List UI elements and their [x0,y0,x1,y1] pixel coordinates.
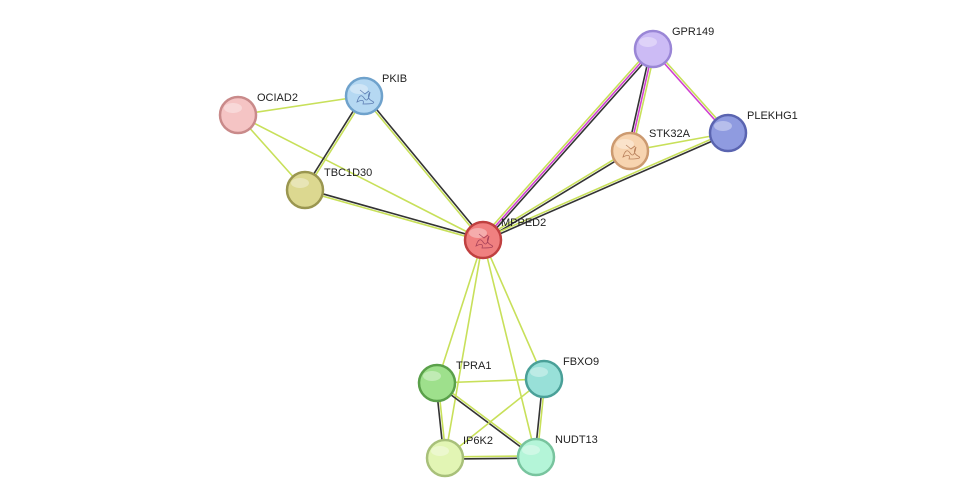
node-circle [218,95,258,135]
node-label: STK32A [649,128,691,140]
node-highlight [714,121,732,131]
edge-mpped2-tbc1d30[interactable] [303,188,485,242]
node-label: PLEKHG1 [747,110,798,122]
node-label: TPRA1 [456,360,491,372]
edge-mpped2-ociad2[interactable] [237,114,484,241]
node-mpped2[interactable]: MPPED2 [463,217,546,260]
edge-mpped2-ip6k2[interactable] [444,239,484,459]
node-circle [708,113,748,153]
edge-evidence-line [481,149,631,240]
edge-mpped2-gpr149[interactable] [480,46,656,243]
node-circle [524,359,564,399]
protein-structure-icon [475,233,494,249]
edge-evidence-line [482,239,545,380]
node-nudt13[interactable]: NUDT13 [516,434,598,477]
node-circle [425,438,465,478]
node-ip6k2[interactable]: IP6K2 [425,435,493,478]
node-label: IP6K2 [463,435,493,447]
node-highlight [350,84,368,94]
edge-pkib-ociad2[interactable] [237,95,365,116]
edge-evidence-line [444,378,545,459]
node-circle [516,437,556,477]
node-stk32a[interactable]: STK32A [610,128,691,171]
edge-evidence-line [436,381,538,457]
node-label: FBXO9 [563,356,599,368]
node-label: PKIB [382,73,407,85]
edge-evidence-line [237,114,484,241]
edge-tpra1-nudt13[interactable] [435,381,538,459]
edge-evidence-line [480,46,653,240]
protein-structure-icon [622,144,641,160]
edge-evidence-line [483,49,656,243]
edge-evidence-line [436,239,484,384]
node-ociad2[interactable]: OCIAD2 [218,92,298,135]
node-highlight [423,371,441,381]
edge-evidence-line [481,131,729,240]
edge-evidence-line [364,94,485,241]
node-circle [463,220,503,260]
node-label: NUDT13 [555,434,598,446]
edge-evidence-line [304,188,485,240]
node-circle [417,363,457,403]
node-circle [344,76,384,116]
edge-mpped2-tpra1[interactable] [436,239,484,384]
node-circle [633,29,673,69]
edge-mpped2-stk32a[interactable] [481,149,632,242]
node-label: GPR149 [672,26,714,38]
node-highlight [224,103,242,113]
edge-evidence-line [482,133,730,242]
node-highlight [639,37,657,47]
node-label: TBC1D30 [324,167,372,179]
node-fbxo9[interactable]: FBXO9 [524,356,599,399]
node-pkib[interactable]: PKIB [344,73,407,116]
edge-mpped2-pkib[interactable] [362,94,485,242]
node-circle [285,170,325,210]
node-tbc1d30[interactable]: TBC1D30 [285,167,372,210]
node-highlight [291,178,309,188]
edge-evidence-line [444,239,484,459]
edge-evidence-line [303,190,484,242]
edge-evidence-line [482,239,537,458]
node-gpr149[interactable]: GPR149 [633,26,714,69]
edge-evidence-line [237,95,365,116]
node-highlight [469,228,487,238]
node-plekhg1[interactable]: PLEKHG1 [708,110,798,153]
edge-mpped2-nudt13[interactable] [482,239,537,458]
node-highlight [616,139,634,149]
protein-structure-icon [356,89,375,105]
edge-mpped2-plekhg1[interactable] [481,131,730,242]
edge-fbxo9-ip6k2[interactable] [444,378,545,459]
node-circle [610,131,650,171]
edge-evidence-line [362,95,483,242]
edge-evidence-line [482,151,632,242]
node-highlight [530,367,548,377]
edge-evidence-line [435,383,537,459]
node-label: OCIAD2 [257,92,298,104]
node-highlight [431,446,449,456]
node-highlight [522,445,540,455]
edge-evidence-line [482,48,654,241]
node-tpra1[interactable]: TPRA1 [417,360,491,403]
edge-layer [237,46,730,460]
edge-mpped2-fbxo9[interactable] [482,239,545,380]
node-label: MPPED2 [501,217,546,229]
